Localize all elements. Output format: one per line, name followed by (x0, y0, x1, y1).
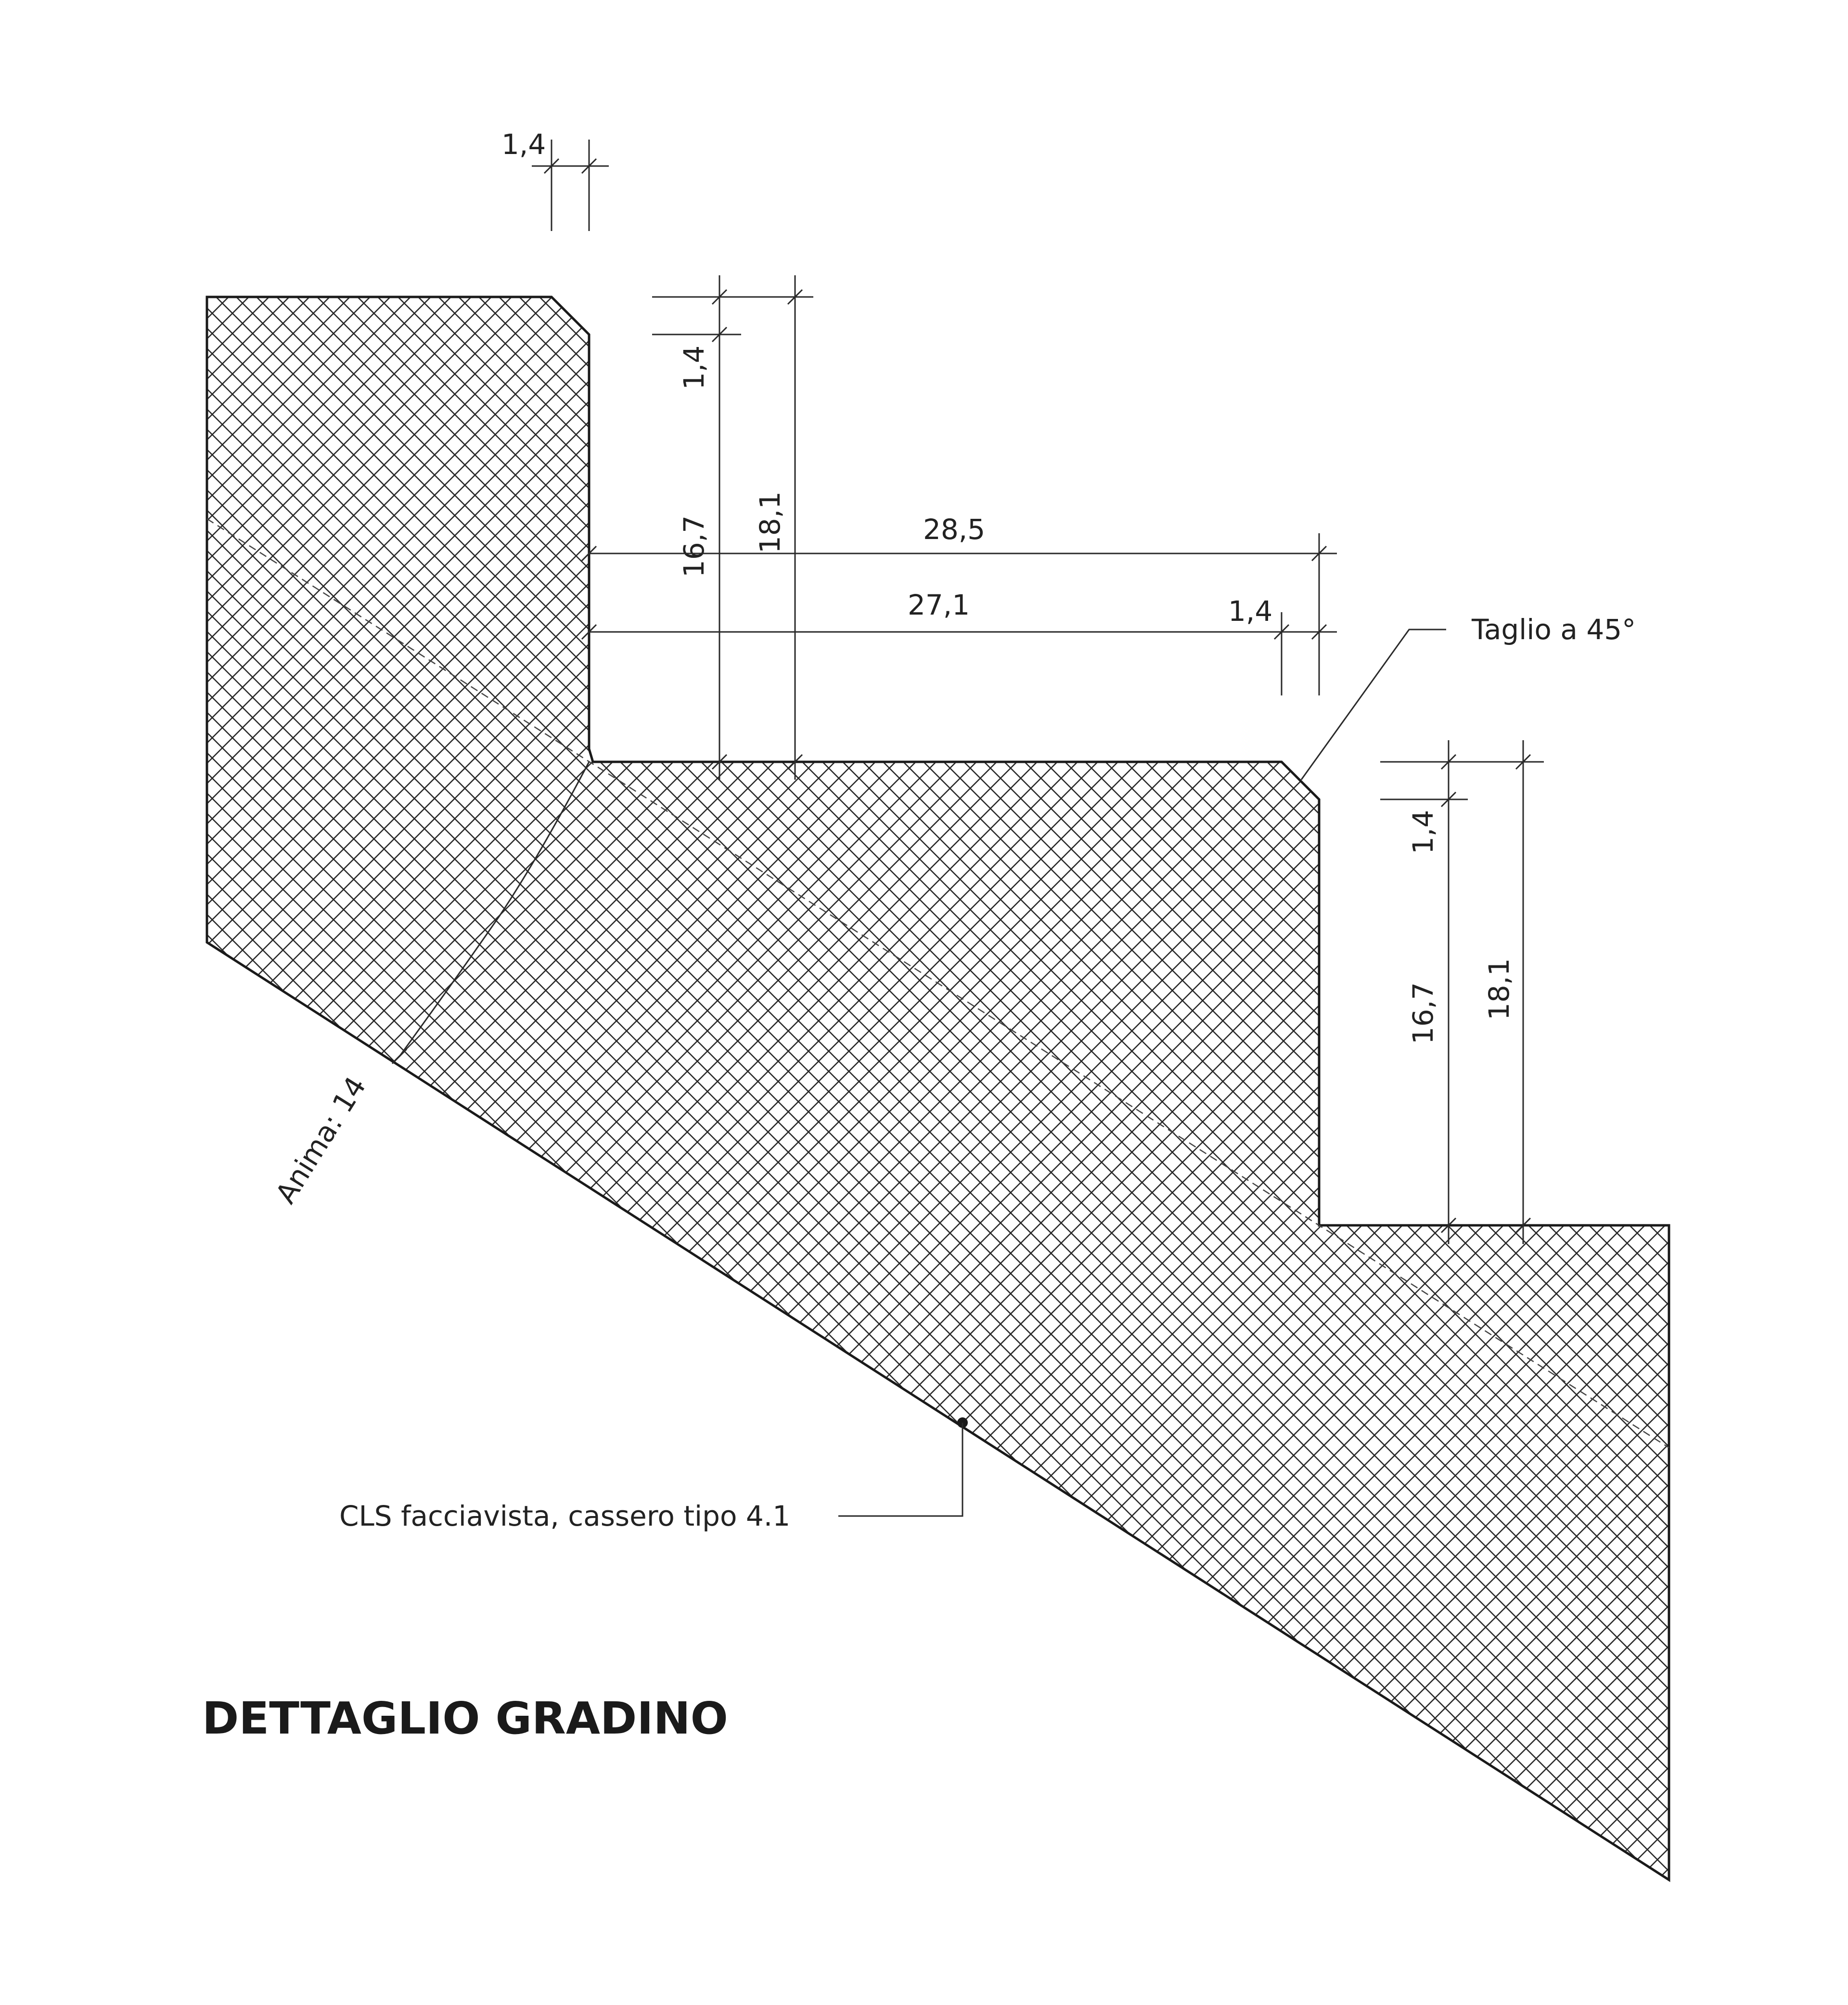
tread-chamfer-label: 1,4 (1228, 595, 1272, 628)
lower-step-vertical-dimensions: 1,4 16,7 18,1 (1380, 740, 1544, 1244)
tread-horizontal-dimensions: 28,5 27,1 1,4 (581, 513, 1337, 695)
core-axis-dashed-line (206, 518, 1669, 1449)
concrete-section-hatch (207, 297, 1669, 1880)
lower-step-riser-net-label: 16,7 (1407, 982, 1439, 1044)
material-label: CLS facciavista, cassero tipo 4.1 (339, 1500, 790, 1532)
drawing-title: DETTAGLIO GRADINO (202, 1693, 728, 1744)
step-profile-outline (205, 296, 1670, 1882)
upper-step-vertical-dimensions: 1,4 16,7 18,1 (652, 275, 813, 780)
cut-annotation: Taglio a 45° (1300, 613, 1636, 780)
top-chamfer-label: 1,4 (501, 128, 546, 161)
material-annotation: CLS facciavista, cassero tipo 4.1 (339, 1417, 968, 1532)
upper-step-riser-total-label: 18,1 (754, 491, 786, 553)
cut-label: Taglio a 45° (1471, 613, 1636, 646)
lower-step-chamfer-label: 1,4 (1407, 810, 1439, 854)
upper-step-chamfer-label: 1,4 (678, 346, 710, 390)
lower-step-riser-total-label: 18,1 (1483, 958, 1515, 1020)
top-chamfer-dimension: 1,4 (501, 128, 609, 231)
upper-step-riser-net-label: 16,7 (678, 515, 710, 578)
tread-total-label: 28,5 (923, 513, 985, 546)
tread-net-label: 27,1 (908, 589, 970, 621)
core-label: Anima: 14 (269, 1071, 372, 1209)
